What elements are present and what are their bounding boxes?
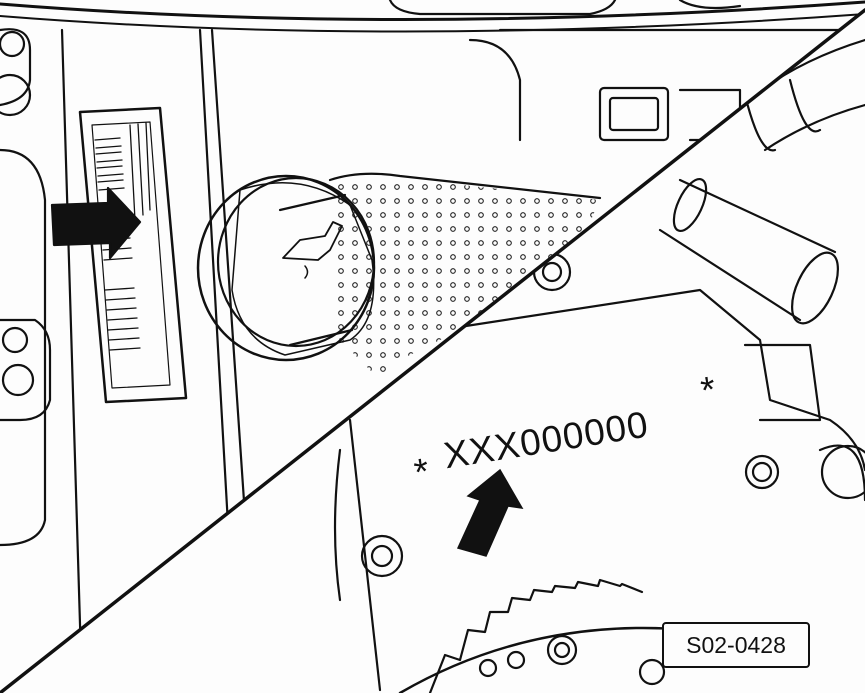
engine-number-stamp: * XXX000000 *: [411, 368, 720, 493]
stamp-arrow-icon: [456, 468, 524, 557]
engine-block-closeup: [333, 38, 865, 693]
stamp-star-right: *: [698, 368, 720, 411]
sticker-arrow-icon: [50, 186, 142, 260]
stamp-star-left: *: [411, 450, 433, 493]
figure-reference-label: S02-0428: [662, 622, 810, 668]
id-sticker: [78, 106, 188, 404]
section-divider: [0, 8, 865, 693]
oil-can-icon: [282, 221, 343, 261]
oil-filler-cap: [196, 174, 376, 362]
stamp-number: XXX000000: [441, 404, 651, 477]
